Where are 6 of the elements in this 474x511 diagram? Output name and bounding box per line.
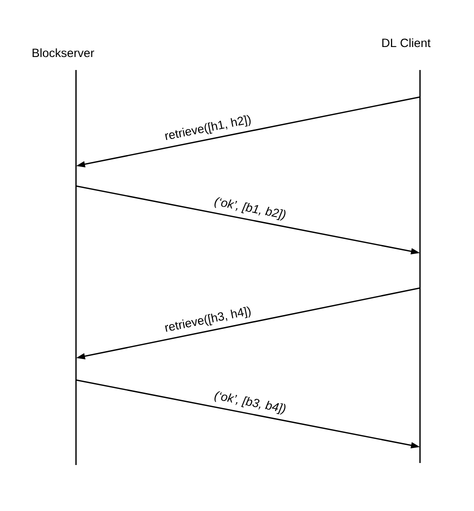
edge-label: (‘ok’, [b3, b4]) [214, 391, 286, 415]
edge-label: retrieve([h1, h2]) [165, 114, 251, 140]
lifeline: DL Client [382, 38, 431, 464]
lifeline: Blockserver [32, 48, 94, 466]
edge-label: retrieve([h3, h4]) [165, 306, 251, 332]
edge-label: (‘ok’, [b1, b2]) [214, 197, 286, 221]
